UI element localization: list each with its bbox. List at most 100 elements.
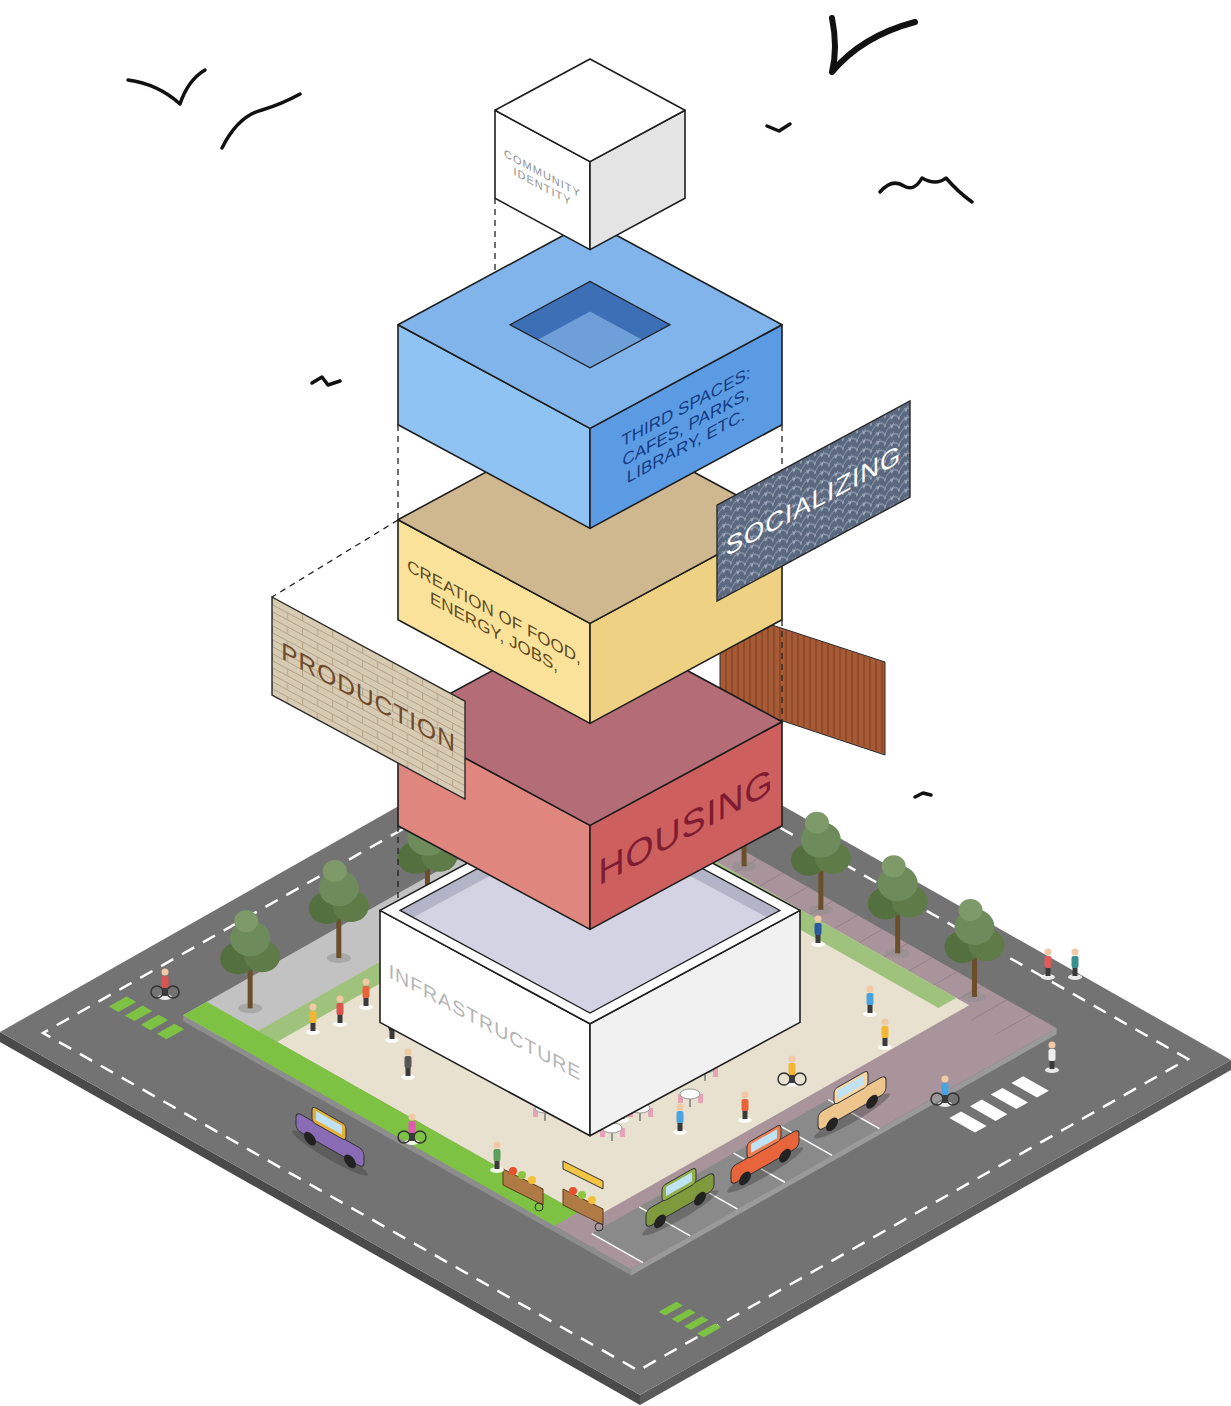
person <box>333 996 347 1028</box>
bike-marking <box>659 1302 683 1316</box>
tree-trunk <box>972 955 977 997</box>
panel-face <box>717 401 910 601</box>
person-legs <box>410 1132 415 1141</box>
car-cabin <box>834 1070 868 1105</box>
person-body <box>494 1149 501 1161</box>
opening-rim <box>400 807 780 1012</box>
car-wheel <box>739 1169 751 1188</box>
person-legs <box>943 1094 948 1103</box>
person-legs <box>338 1014 343 1023</box>
paving-joint <box>971 1000 1006 1020</box>
wood-grain <box>786 631 787 721</box>
person-head <box>162 969 169 976</box>
person-legs <box>1073 967 1078 976</box>
dashed-guide <box>494 198 495 273</box>
wood-grain <box>876 660 877 750</box>
person-body <box>1045 956 1052 968</box>
person-legs <box>390 1030 395 1039</box>
stall-wheel <box>595 1223 603 1231</box>
wood-grain <box>816 640 817 730</box>
person-body <box>1072 956 1079 968</box>
tree-trunk <box>818 868 823 910</box>
stall-body <box>503 1169 543 1205</box>
bike-marking <box>141 1015 168 1030</box>
person <box>673 1104 687 1136</box>
tree <box>944 899 1004 1002</box>
person-body <box>409 1121 416 1133</box>
person-body <box>405 1056 412 1068</box>
person-body <box>942 1083 949 1095</box>
person-legs <box>883 1037 888 1046</box>
tree-crown <box>805 812 829 834</box>
bike-wheel <box>398 1131 410 1143</box>
market-stall <box>503 1167 543 1211</box>
person-head <box>363 979 370 986</box>
wood-grain <box>870 658 871 748</box>
bird <box>128 70 205 104</box>
person-body <box>789 1063 796 1075</box>
bike-marking <box>672 1309 696 1323</box>
market-stall <box>563 1161 603 1231</box>
person-head <box>882 1019 889 1026</box>
bike-marking <box>125 1006 152 1022</box>
dashed-guide <box>781 620 782 722</box>
tree <box>309 860 369 963</box>
car <box>814 1057 890 1144</box>
identity-cube: COMMUNITY IDENTITY <box>495 59 685 250</box>
person-head <box>1049 1042 1056 1049</box>
wood-grain <box>780 629 781 719</box>
person <box>401 1049 415 1081</box>
stall-wheel <box>535 1203 543 1211</box>
person-head <box>789 1056 796 1063</box>
person-legs <box>790 1074 795 1083</box>
produce <box>578 1191 586 1199</box>
person <box>738 1092 752 1124</box>
produce <box>528 1176 536 1184</box>
person-legs <box>406 1067 411 1076</box>
cyclist <box>931 1076 959 1108</box>
tree <box>791 812 851 915</box>
car-window <box>751 1129 777 1153</box>
person-body <box>677 1111 684 1123</box>
opening-rim <box>510 282 670 368</box>
wood-grain <box>792 633 793 723</box>
bird <box>312 377 340 385</box>
produce <box>569 1187 577 1195</box>
person-legs <box>1050 1060 1055 1069</box>
person-head <box>405 1049 412 1056</box>
car-cabin <box>662 1167 696 1202</box>
bike-marking <box>684 1316 708 1330</box>
bike-wheel <box>414 1131 426 1143</box>
car-window <box>838 1075 864 1099</box>
tree-trunk <box>895 911 900 953</box>
car-cabin <box>747 1124 781 1159</box>
car-cabin <box>312 1106 346 1141</box>
crosswalk <box>970 1100 1007 1121</box>
person-legs <box>163 987 168 996</box>
car <box>727 1111 803 1198</box>
opening-floor <box>510 312 670 398</box>
dashed-guide <box>781 425 782 470</box>
dashed-guide <box>397 826 398 900</box>
label-panel: SOCIALIZING <box>717 401 910 601</box>
produce <box>509 1167 517 1175</box>
tree-trunk <box>248 966 253 1008</box>
wood-grain <box>828 644 829 734</box>
produce <box>518 1171 526 1179</box>
person-head <box>1072 949 1079 956</box>
person-body <box>363 986 370 998</box>
car-wheel <box>304 1129 316 1148</box>
car <box>292 1094 368 1181</box>
person-body <box>337 1003 344 1015</box>
road-marking <box>43 721 1188 1370</box>
tree-crown <box>323 860 347 882</box>
tree <box>220 910 280 1013</box>
tree-crown <box>958 899 982 921</box>
wood-grain <box>864 656 865 746</box>
cyclist <box>778 1056 806 1088</box>
person-legs <box>495 1160 500 1169</box>
wood-grain <box>762 623 763 713</box>
tree <box>868 855 928 958</box>
car-wheel <box>779 1146 791 1165</box>
